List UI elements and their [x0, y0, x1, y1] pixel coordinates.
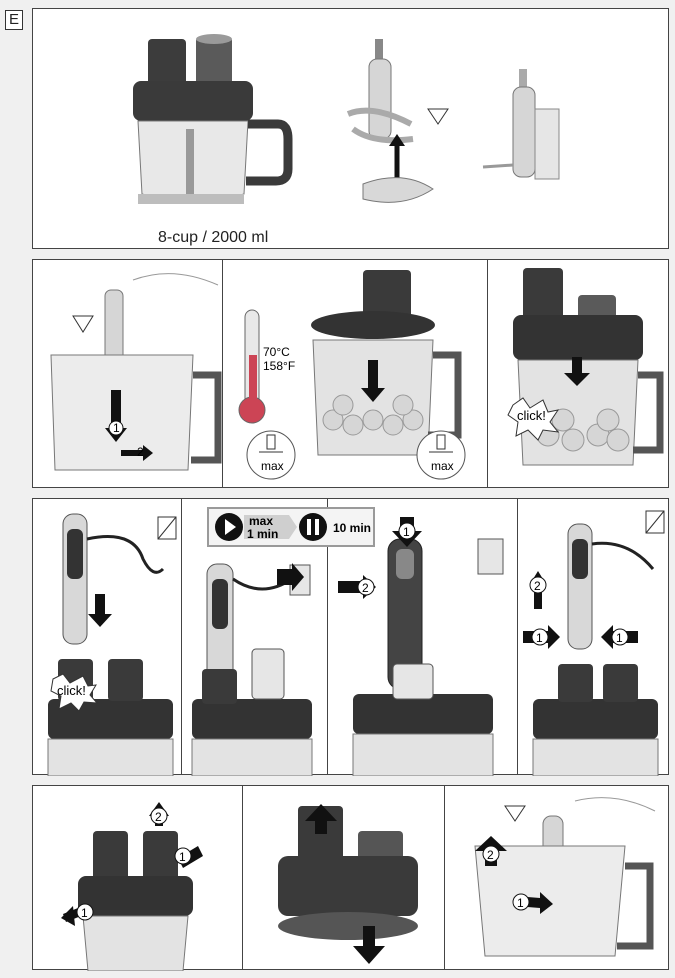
panel-divider	[181, 499, 182, 774]
step-number-1: 1	[81, 906, 88, 920]
plug-in-illustration	[191, 563, 313, 776]
timer-max-label: max	[249, 514, 273, 528]
step-number-1b: 1	[536, 631, 543, 645]
step-number-1c: 1	[616, 631, 623, 645]
panel-divider	[517, 499, 518, 774]
step-number-2b: 2	[487, 848, 494, 862]
attach-lid-click-illustration: click!	[507, 268, 664, 466]
panel-divider	[444, 786, 445, 969]
temp-fahrenheit: 158°F	[263, 359, 295, 373]
step-number-2: 2	[362, 581, 369, 595]
remove-lid-illustration: 2 1 1	[61, 802, 203, 971]
attach-motor-illustration: click!	[47, 513, 177, 776]
step-number-1c: 1	[517, 896, 524, 910]
timer-instruction-box: max 1 min 10 min	[207, 507, 375, 547]
max-label-right: max	[431, 459, 454, 473]
panel-assembly: 1 2 70°C 158°F max max	[32, 259, 669, 488]
step-number-2b: 2	[534, 579, 541, 593]
capacity-caption: 8-cup / 2000 ml	[158, 229, 269, 246]
panel-overview: 8-cup / 2000 ml	[32, 8, 669, 249]
timer-pause-label: 10 min	[333, 521, 371, 535]
panel-divider	[487, 260, 488, 487]
step-number-2: 2	[137, 445, 144, 459]
insert-blade-illustration: 1 2	[50, 273, 222, 471]
step-number-1: 1	[113, 421, 120, 435]
temp-celsius: 70°C	[263, 345, 290, 359]
panel-divider	[242, 786, 243, 969]
panel-divider	[327, 499, 328, 774]
press-switch-illustration: 1 2	[338, 517, 504, 776]
separate-lid-illustration	[278, 804, 418, 964]
step-number-1: 1	[403, 525, 410, 539]
timer-on-time: 1 min	[247, 527, 278, 541]
food-processor-bowl-illustration	[133, 34, 560, 204]
temperature-max-fill-illustration: 70°C 158°F max max	[238, 270, 466, 480]
step-number-1b: 1	[179, 850, 186, 864]
remove-blade-illustration: 2 1	[474, 797, 656, 957]
panel-disassembly: 2 1 1 2 1	[32, 785, 669, 971]
release-motor-illustration: 2 1 1	[523, 510, 665, 776]
panel-divider	[222, 260, 223, 487]
section-letter-label: E	[5, 10, 23, 30]
click-label: click!	[517, 408, 546, 423]
click-label-2: click!	[57, 683, 86, 698]
max-label-left: max	[261, 459, 284, 473]
step-number-2: 2	[155, 810, 162, 824]
